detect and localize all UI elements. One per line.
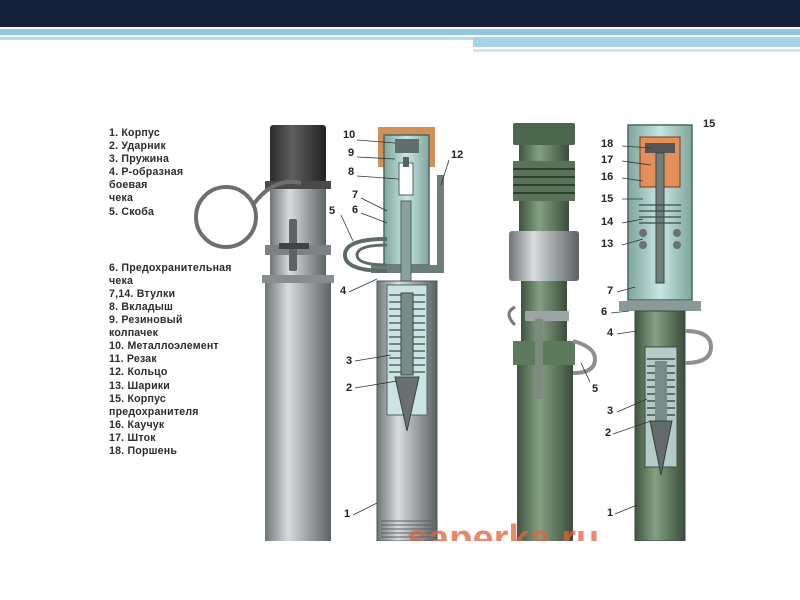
fuse-green-exterior: [507, 123, 598, 541]
callout-label: 7: [352, 189, 359, 201]
legend-item: 8. Вкладыш: [109, 300, 174, 313]
legend-item: 1. Корпус: [109, 127, 160, 139]
accent-stripe: [0, 29, 800, 35]
callout-labels: 10 9 8 7 6 5 12 4 3 2 1 18 17 16 15 14 1…: [95, 115, 730, 541]
callout-label: 15: [601, 193, 614, 205]
title-bar: [0, 0, 800, 27]
callout-label: 5: [329, 205, 336, 217]
callout-label: 10: [343, 129, 356, 141]
callout-label: 2: [605, 427, 612, 439]
callout-label: 17: [601, 154, 614, 166]
parts-legend: 1. Корпус 2. Ударник 3. Пружина 4. Р-обр…: [109, 127, 277, 458]
callout-label: 5: [592, 383, 599, 395]
legend-item: 18. Поршень: [109, 444, 178, 457]
callout-label: 18: [601, 138, 614, 150]
legend-item: 13. Шарики: [109, 379, 171, 392]
legend-item: 3. Пружина: [109, 153, 170, 166]
callout-label: 9: [348, 147, 355, 159]
legend-item: 11. Резак: [109, 353, 157, 366]
legend-item: 15. Корпус предохранителя: [109, 392, 199, 418]
callout-label: 12: [451, 149, 464, 161]
accent-stripe-right: [473, 37, 800, 47]
callout-label: 15: [703, 118, 716, 130]
legend-item: 16. Каучук: [109, 418, 165, 431]
callout-label: 2: [346, 382, 353, 394]
legend-item: 7,14. Втулки: [109, 287, 176, 300]
callout-label: 8: [348, 166, 355, 178]
callout-label: 3: [607, 405, 614, 417]
legend-item: 10. Металлоэлемент: [109, 340, 219, 353]
fuse-steel-exterior: [194, 125, 334, 541]
legend-item: 17. Шток: [109, 431, 156, 444]
callout-label: 3: [346, 355, 353, 367]
fuse-drawings: saperka.ru: [194, 123, 714, 541]
fuse-cutaway-a: [342, 127, 444, 541]
callout-label: 1: [607, 507, 614, 519]
legend-item: 2. Ударник: [109, 140, 167, 153]
legend-item: 9. Резиновый колпачек: [109, 314, 183, 340]
callout-label: 1: [344, 508, 351, 520]
callout-label: 14: [601, 216, 614, 228]
legend-item: 5. Скоба: [109, 205, 155, 218]
callout-label: 6: [352, 204, 359, 216]
accent-stripe-right-thin: [473, 49, 800, 52]
callout-label: 13: [601, 238, 614, 250]
legend-item: 4. Р-образная боевая чека: [109, 166, 184, 205]
fuse-diagram: saperka.ru 1. Корпус 2. Ударник 3. Пружи…: [95, 115, 730, 541]
legend-item: 12. Кольцо: [109, 366, 168, 379]
callout-label: 4: [340, 285, 347, 297]
callouts-a: [340, 139, 652, 516]
fuse-cutaway-b: [619, 124, 714, 541]
legend-item: 6. Предохранительная чека: [109, 261, 232, 287]
callout-label: 16: [601, 171, 614, 183]
accent-stripe-thin: [0, 37, 473, 40]
callout-label: 6: [601, 306, 608, 318]
callout-label: 7: [607, 285, 614, 297]
callout-label: 4: [607, 327, 614, 339]
watermark: saperka.ru: [407, 518, 599, 541]
